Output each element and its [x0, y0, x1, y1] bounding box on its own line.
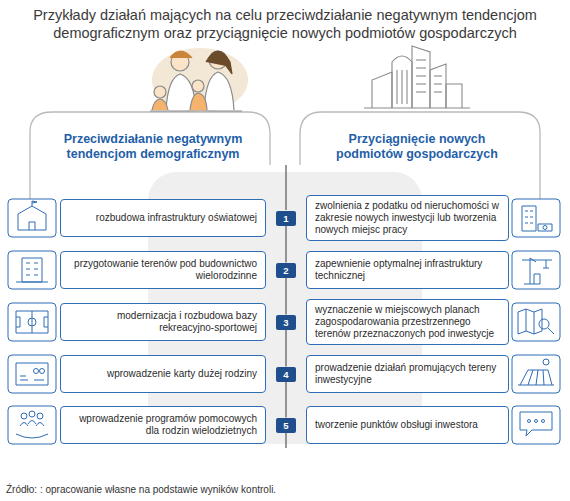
action-box: modernizacja i rozbudowa bazy rekreacyjn…: [60, 303, 266, 341]
node-text: zapewnienie optymalnej infrastruktury te…: [315, 258, 500, 282]
action-box: przygotowanie terenów pod budownictwo wi…: [60, 251, 266, 289]
node-text: 1: [276, 211, 296, 226]
center-connector: [285, 382, 286, 418]
node-text: przygotowanie terenów pod budownictwo wi…: [69, 258, 257, 282]
number-badge: 3: [276, 315, 296, 330]
center-connector: [285, 278, 286, 315]
header-bracket: [300, 112, 540, 200]
center-line: [285, 433, 286, 448]
column-heading: Przeciwdziałanie negatywnym tendencjom d…: [58, 132, 248, 162]
node-text: tworzenie punktów obsługi inwestora: [315, 419, 478, 431]
action-box: wyznaczenie w miejscowych planach zagosp…: [306, 299, 509, 345]
center-connector: [285, 330, 286, 367]
icon-boxes-right: [512, 199, 560, 444]
node-text: rozbudowa infrastruktury oświatowej: [96, 212, 257, 224]
node-text: Przyciągnięcie nowych podmiotów gospodar…: [322, 132, 512, 162]
number-badge: 4: [276, 367, 296, 382]
action-box: prowadzenie działań promujących tereny i…: [306, 355, 509, 393]
node-text: 4: [276, 367, 296, 382]
number-badge: 2: [276, 263, 296, 278]
family-illustration: [150, 48, 248, 112]
node-text: prowadzenie działań promujących tereny i…: [315, 362, 500, 386]
center-line: [285, 165, 286, 210]
node-text: zwolnienia z podatku od nieruchomości w …: [315, 200, 500, 236]
node-text: modernizacja i rozbudowa bazy rekreacyjn…: [69, 310, 257, 334]
node-text: wprowadzenie karty dużej rodziny: [107, 368, 257, 380]
action-box: tworzenie punktów obsługi inwestora: [306, 406, 509, 444]
node-text: 5: [276, 418, 296, 433]
action-box: wprowadzenie programów pomocowych dla ro…: [60, 406, 266, 444]
source-caption: Źródło: : opracowanie własne na podstawi…: [6, 484, 564, 495]
action-box: wprowadzenie karty dużej rodziny: [60, 355, 266, 393]
buildings-illustration: [364, 46, 470, 108]
action-box: zwolnienia z podatku od nieruchomości w …: [306, 195, 509, 241]
diagram-title: Przykłady działań mających na celu przec…: [8, 6, 562, 42]
icon-boxes-left: [8, 199, 56, 444]
node-text: 3: [276, 315, 296, 330]
number-badge: 5: [276, 418, 296, 433]
node-text: wyznaczenie w miejscowych planach zagosp…: [315, 304, 500, 340]
action-box: rozbudowa infrastruktury oświatowej: [60, 199, 266, 237]
header-bracket: [30, 112, 270, 200]
center-connector: [285, 226, 286, 263]
node-text: Przeciwdziałanie negatywnym tendencjom d…: [58, 132, 248, 162]
action-box: zapewnienie optymalnej infrastruktury te…: [306, 251, 509, 289]
node-text: wprowadzenie programów pomocowych dla ro…: [69, 413, 257, 437]
node-text: 2: [276, 263, 296, 278]
number-badge: 1: [276, 211, 296, 226]
column-heading: Przyciągnięcie nowych podmiotów gospodar…: [322, 132, 512, 162]
